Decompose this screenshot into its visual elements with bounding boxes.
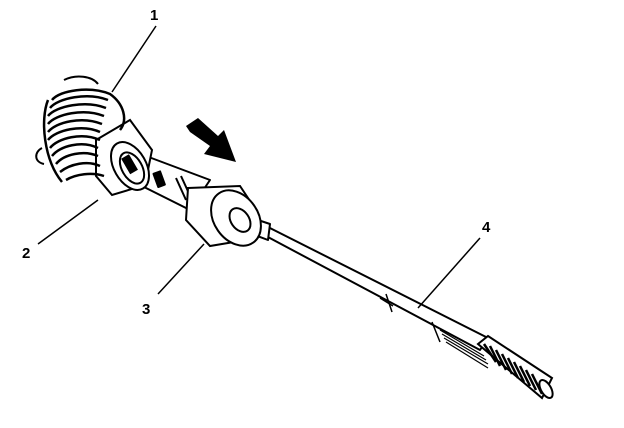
nut: [184, 184, 262, 248]
direction-arrow: [186, 118, 236, 162]
leader-line-4: [417, 237, 481, 309]
callout-2: 2: [22, 245, 30, 262]
callout-4: 4: [482, 219, 491, 236]
bearing-seal: [35, 75, 126, 183]
spline-section: [439, 329, 489, 369]
callout-1: 1: [150, 7, 158, 24]
leader-lines: [37, 25, 481, 309]
leader-line-2: [37, 199, 99, 245]
callout-3: 3: [142, 301, 150, 318]
leader-line-3: [157, 243, 205, 295]
leader-line-1: [111, 25, 157, 93]
shaft: [245, 215, 489, 351]
threaded-end: [476, 334, 554, 400]
adapter-collar: [95, 118, 154, 197]
